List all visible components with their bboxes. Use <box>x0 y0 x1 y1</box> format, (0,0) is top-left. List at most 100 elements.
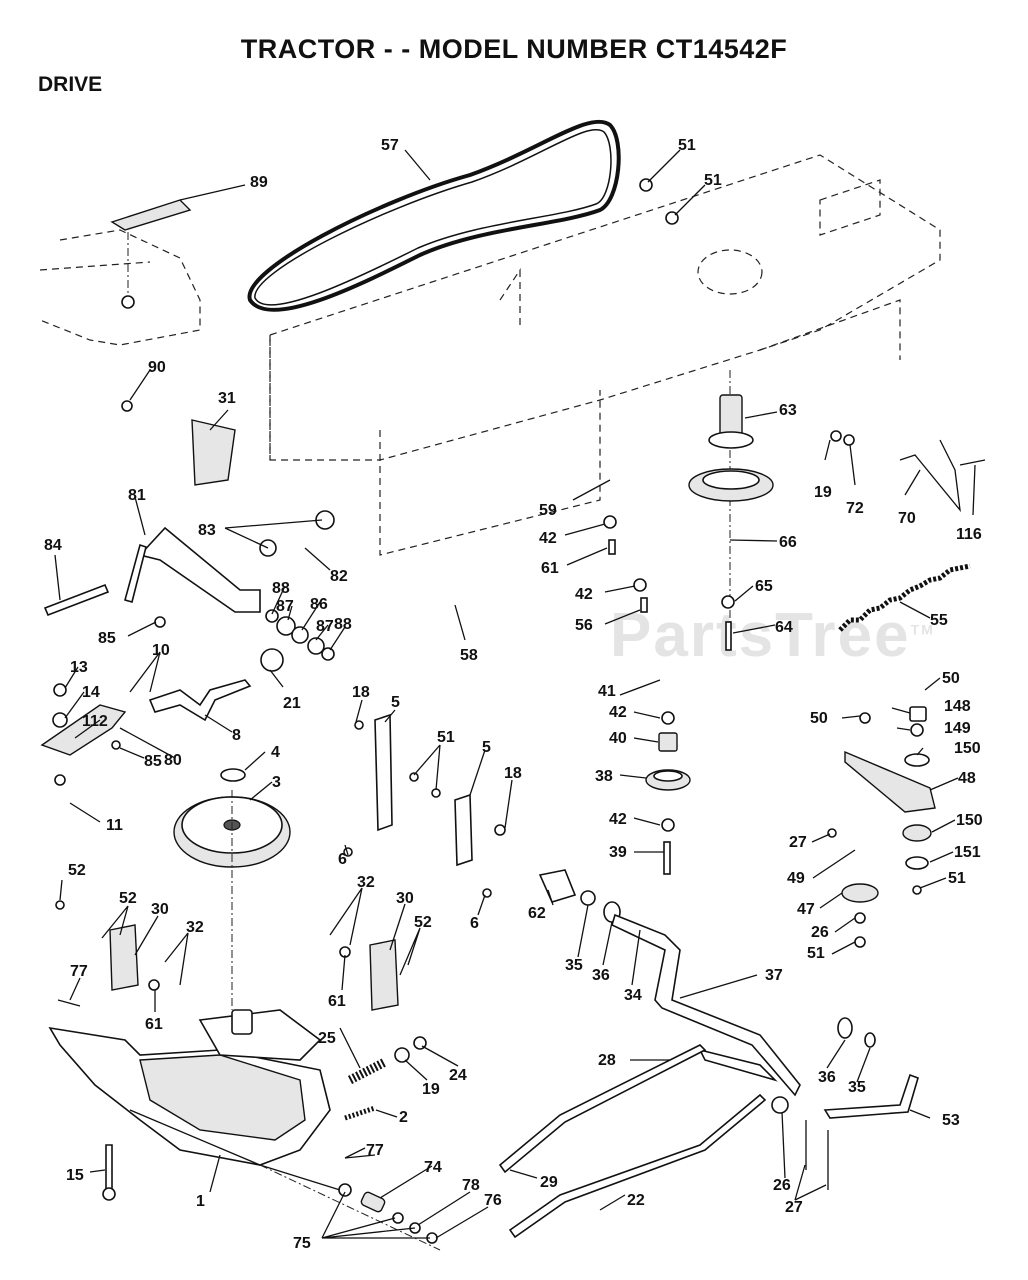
callout-21: 21 <box>283 695 301 712</box>
callout-74: 74 <box>424 1159 442 1176</box>
callout-25: 25 <box>318 1030 336 1047</box>
callout-labels: 57 51 51 89 90 31 63 19 72 70 116 81 83 … <box>44 137 983 1252</box>
callout-58: 58 <box>460 647 478 664</box>
callout-2: 2 <box>399 1109 408 1126</box>
transaxle-1 <box>48 1009 341 1201</box>
callout-85: 85 <box>144 753 162 770</box>
callout-6: 6 <box>470 915 479 932</box>
callout-50: 50 <box>942 670 960 687</box>
callout-61: 61 <box>541 560 559 577</box>
callout-15: 15 <box>66 1167 84 1184</box>
callout-36: 36 <box>592 967 610 984</box>
bushing-19 <box>394 1047 410 1063</box>
drive-rods <box>498 1044 767 1239</box>
idler-spindle-63 <box>688 370 774 650</box>
watermark-trademark: TM <box>910 621 935 638</box>
callout-90: 90 <box>148 359 166 376</box>
callout-87: 87 <box>276 598 294 615</box>
callout-55: 55 <box>930 612 948 629</box>
callout-89: 89 <box>250 174 268 191</box>
callout-148: 148 <box>944 698 971 715</box>
callout-77: 77 <box>70 963 88 980</box>
callout-150: 150 <box>956 812 983 829</box>
callout-50: 50 <box>810 710 828 727</box>
washer-stack <box>260 609 335 672</box>
spring-25 <box>347 1057 388 1085</box>
watermark-text: PartsTree <box>610 601 911 670</box>
callout-51: 51 <box>704 172 722 189</box>
callout-47: 47 <box>797 901 815 918</box>
callout-61: 61 <box>145 1016 163 1033</box>
callout-51: 51 <box>948 870 966 887</box>
frame-outline <box>39 154 941 556</box>
brackets-5 <box>374 713 473 867</box>
callout-86: 86 <box>310 596 328 613</box>
callout-150: 150 <box>954 740 981 757</box>
callout-87: 87 <box>316 618 334 635</box>
callout-77: 77 <box>366 1142 384 1159</box>
callout-57: 57 <box>381 137 399 154</box>
callout-19: 19 <box>422 1081 440 1098</box>
callout-36: 36 <box>818 1069 836 1086</box>
callout-29: 29 <box>540 1174 558 1191</box>
callout-42: 42 <box>575 586 593 603</box>
idler-pulley-38 <box>645 711 691 875</box>
axle-brackets-30 <box>109 924 399 1011</box>
callout-27: 27 <box>785 1199 803 1216</box>
callout-52: 52 <box>414 914 432 931</box>
callout-53: 53 <box>942 1112 960 1129</box>
callout-75: 75 <box>293 1235 311 1252</box>
callout-51: 51 <box>437 729 455 746</box>
callout-38: 38 <box>595 768 613 785</box>
callout-88: 88 <box>334 616 352 633</box>
callout-18: 18 <box>504 765 522 782</box>
callout-83: 83 <box>198 522 216 539</box>
callout-88: 88 <box>272 580 290 597</box>
callout-63: 63 <box>779 402 797 419</box>
axle-hardware <box>259 1164 441 1251</box>
callout-24: 24 <box>449 1067 467 1084</box>
bracket-89 <box>110 199 192 309</box>
bracket-70 <box>830 430 986 513</box>
callout-30: 30 <box>151 901 169 918</box>
callout-11: 11 <box>106 817 123 834</box>
callout-82: 82 <box>330 568 348 585</box>
callout-42: 42 <box>609 811 627 828</box>
callout-27: 27 <box>789 834 807 851</box>
callout-26: 26 <box>773 1177 791 1194</box>
callout-37: 37 <box>765 967 783 984</box>
brake-lever <box>538 869 876 1097</box>
callout-28: 28 <box>598 1052 616 1069</box>
leader-lines <box>54 149 976 1239</box>
callout-19: 19 <box>814 484 832 501</box>
callout-42: 42 <box>609 704 627 721</box>
callout-85: 85 <box>98 630 116 647</box>
callout-6: 6 <box>338 851 347 868</box>
callout-52: 52 <box>119 890 137 907</box>
callout-18: 18 <box>352 684 370 701</box>
callout-56: 56 <box>575 617 593 634</box>
callout-1: 1 <box>196 1193 205 1210</box>
callout-65: 65 <box>755 578 773 595</box>
spring-55 <box>838 563 971 632</box>
spring-2 <box>344 1105 376 1121</box>
callout-3: 3 <box>272 774 281 791</box>
callout-61: 61 <box>328 993 346 1010</box>
callout-51: 51 <box>807 945 825 962</box>
callout-26: 26 <box>811 924 829 941</box>
callout-32: 32 <box>186 919 204 936</box>
callout-40: 40 <box>609 730 627 747</box>
callout-13: 13 <box>70 659 88 676</box>
callout-78: 78 <box>462 1177 480 1194</box>
callout-62: 62 <box>528 905 546 922</box>
callout-72: 72 <box>846 500 864 517</box>
callout-32: 32 <box>357 874 375 891</box>
callout-41: 41 <box>598 683 616 700</box>
callout-84: 84 <box>44 537 62 554</box>
callout-48: 48 <box>958 770 976 787</box>
callout-64: 64 <box>775 619 793 636</box>
plate-80 <box>40 704 127 756</box>
page-title: TRACTOR - - MODEL NUMBER CT14542F <box>240 34 788 64</box>
callout-76: 76 <box>484 1192 502 1209</box>
callout-35: 35 <box>565 957 583 974</box>
